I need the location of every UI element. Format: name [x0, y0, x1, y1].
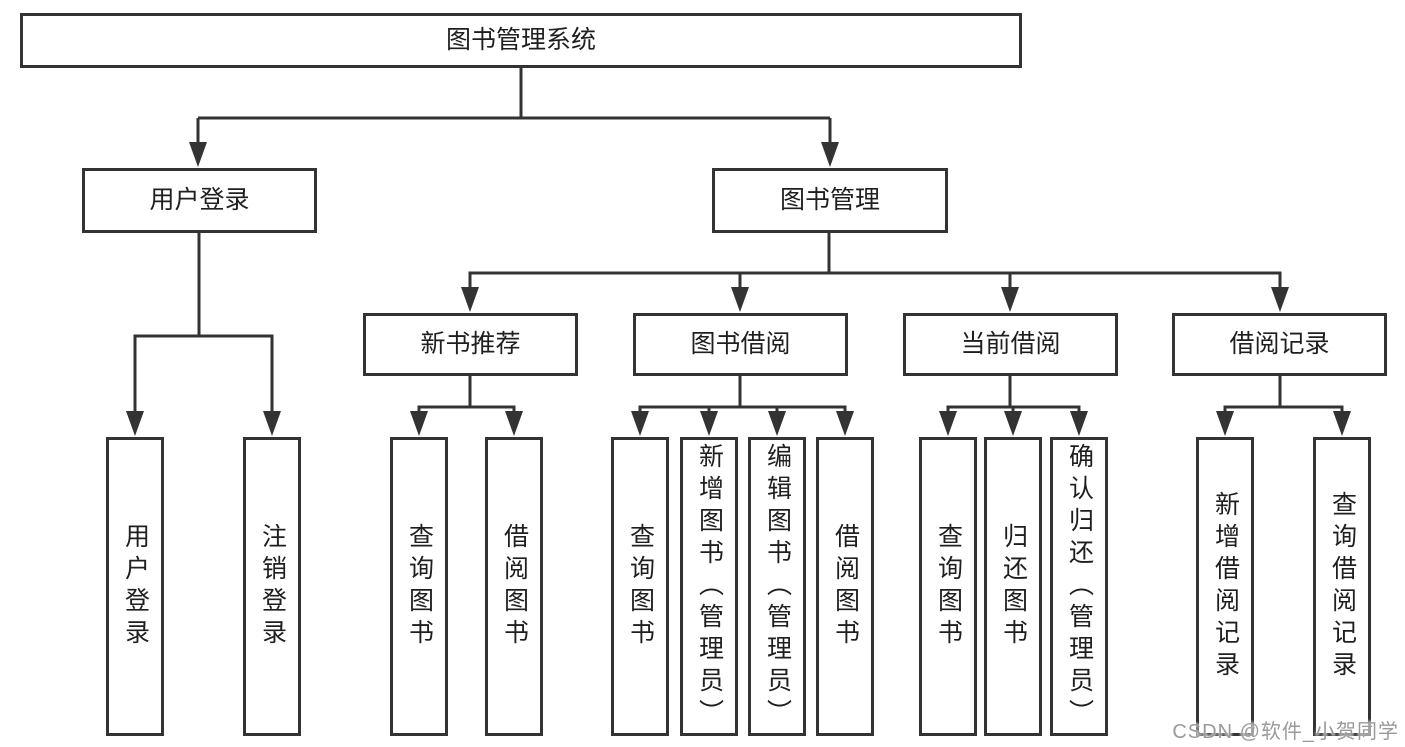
- leaf-add-books-admin: 新增图书（管理员）: [680, 437, 738, 736]
- connector-book-borrowing-to-leaves: [631, 375, 854, 436]
- leaf-borrow-books-borrowing: 借阅图书: [816, 437, 874, 736]
- leaf-query-books-current: 查询图书: [919, 437, 977, 736]
- arrowhead-leaf-confirm-return: [1070, 411, 1088, 436]
- arrowhead-leaf-query-books: [939, 411, 957, 436]
- arrowhead-leaf-add-borrow-record: [1216, 411, 1234, 436]
- arrowhead-borrowing-records: [1271, 287, 1289, 312]
- arrowhead-current-borrowing: [1001, 287, 1019, 312]
- arrowhead-book-borrowing: [731, 287, 749, 312]
- connector-line: [638, 375, 847, 418]
- connector-borrowing-records-to-leaves: [1216, 375, 1351, 436]
- arrowhead-leaf-borrow-books: [505, 411, 523, 436]
- arrowhead-leaf-edit-books: [768, 411, 786, 436]
- leaf-borrow-books-recommend: 借阅图书: [485, 437, 543, 736]
- arrowhead-leaf-query-borrow-record: [1333, 411, 1351, 436]
- arrowhead-user-login: [189, 142, 207, 167]
- node-current-borrowing: 当前借阅: [903, 313, 1118, 376]
- arrowhead-book-management: [821, 142, 839, 167]
- arrowhead-leaf-return-books: [1004, 411, 1022, 436]
- connector-book-management-to-level3: [461, 232, 1289, 312]
- leaf-edit-books-admin: 编辑图书（管理员）: [748, 437, 806, 736]
- watermark: CSDN @软件_小贺同学: [1172, 721, 1399, 743]
- connector-line: [468, 232, 1282, 292]
- leaf-return-books: 归还图书: [984, 437, 1042, 736]
- node-book-borrowing: 图书借阅: [633, 313, 848, 376]
- arrowhead-leaf-borrow-books: [836, 411, 854, 436]
- leaf-add-borrow-record: 新增借阅记录: [1196, 437, 1254, 736]
- arrowhead-new-book-recommend: [461, 287, 479, 312]
- connector-line: [417, 375, 516, 418]
- connector-root-to-level2: [189, 66, 839, 167]
- node-borrowing-records: 借阅记录: [1172, 313, 1387, 376]
- node-new-book-recommend: 新书推荐: [363, 313, 578, 376]
- connector-current-borrowing-to-leaves: [939, 375, 1088, 436]
- leaf-confirm-return-admin: 确认归还（管理员）: [1050, 437, 1108, 736]
- connector-new-book-recommend-to-leaves: [410, 375, 523, 436]
- connector-line: [196, 66, 832, 147]
- arrowhead-leaf-add-books: [700, 411, 718, 436]
- arrowhead-leaf-query-books: [631, 411, 649, 436]
- leaf-query-books-borrowing: 查询图书: [611, 437, 669, 736]
- node-book-management: 图书管理: [712, 168, 948, 233]
- connector-line: [133, 232, 274, 416]
- node-user-login: 用户登录: [82, 168, 317, 233]
- leaf-query-books-recommend: 查询图书: [390, 437, 448, 736]
- arrowhead-leaf-user-login: [126, 411, 144, 436]
- leaf-user-login: 用户登录: [106, 437, 164, 736]
- leaf-query-borrow-record: 查询借阅记录: [1313, 437, 1371, 736]
- connector-line: [1223, 375, 1344, 418]
- arrowhead-leaf-logout: [263, 411, 281, 436]
- connector-user-login-to-leaves: [126, 232, 281, 436]
- leaf-logout-login: 注销登录: [243, 437, 301, 736]
- arrowhead-leaf-query-books: [410, 411, 428, 436]
- node-library-management-system: 图书管理系统: [20, 13, 1022, 68]
